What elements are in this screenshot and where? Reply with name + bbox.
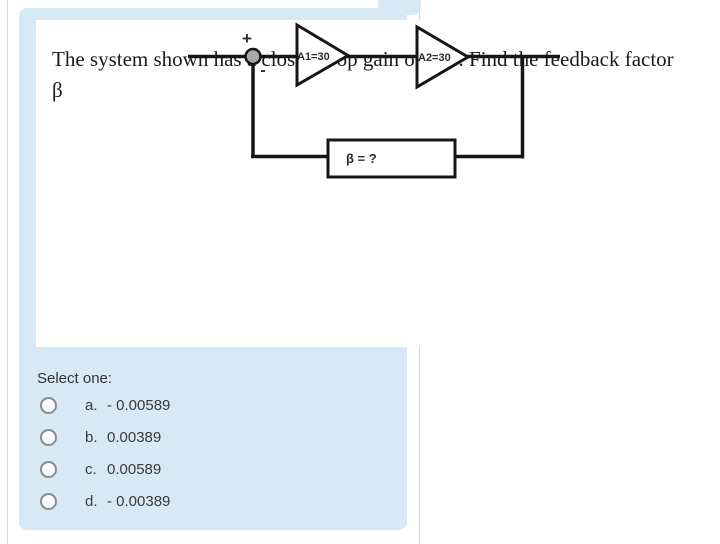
option-letter: c. xyxy=(85,460,97,478)
option-value: - 0.00389 xyxy=(107,492,171,510)
question-text-line2: β xyxy=(52,78,63,102)
option-letter: a. xyxy=(85,396,98,414)
select-one-prompt: Select one: xyxy=(37,370,113,387)
option-value: - 0.00589 xyxy=(107,396,171,414)
amp1-label: A1=30 xyxy=(297,51,330,63)
option-letter: b. xyxy=(85,428,98,446)
card-border-left xyxy=(7,0,8,544)
option-letter: d. xyxy=(85,492,98,510)
option-row-d[interactable]: d. - 0.00389 xyxy=(40,492,370,510)
block-diagram: + - A1=30 A2=30 β = ? xyxy=(188,22,560,179)
option-value: 0.00389 xyxy=(107,428,162,446)
option-row-c[interactable]: c. 0.00589 xyxy=(40,460,370,478)
radio-option-d[interactable] xyxy=(40,492,57,510)
amp2-triangle xyxy=(415,24,471,90)
sum-minus-sign: - xyxy=(260,62,265,79)
amp1-triangle xyxy=(295,22,351,88)
radio-option-b[interactable] xyxy=(40,428,57,446)
amp2-label: A2=30 xyxy=(418,52,451,64)
question-image: The system shown has a closed loop gain … xyxy=(36,20,720,347)
feedback-box xyxy=(326,138,457,179)
sum-plus-sign: + xyxy=(242,29,252,48)
option-row-b[interactable]: b. 0.00389 xyxy=(40,428,370,446)
question-text-line1: The system shown has a closed loop gain … xyxy=(52,47,674,71)
feedback-box-label: β = ? xyxy=(346,151,377,166)
question-text: The system shown has a closed loop gain … xyxy=(52,44,712,106)
summing-junction-icon xyxy=(244,47,262,66)
radio-option-c[interactable] xyxy=(40,460,57,478)
radio-option-a[interactable] xyxy=(40,396,57,414)
option-row-a[interactable]: a. - 0.00589 xyxy=(40,396,370,414)
option-value: 0.00589 xyxy=(107,460,162,478)
